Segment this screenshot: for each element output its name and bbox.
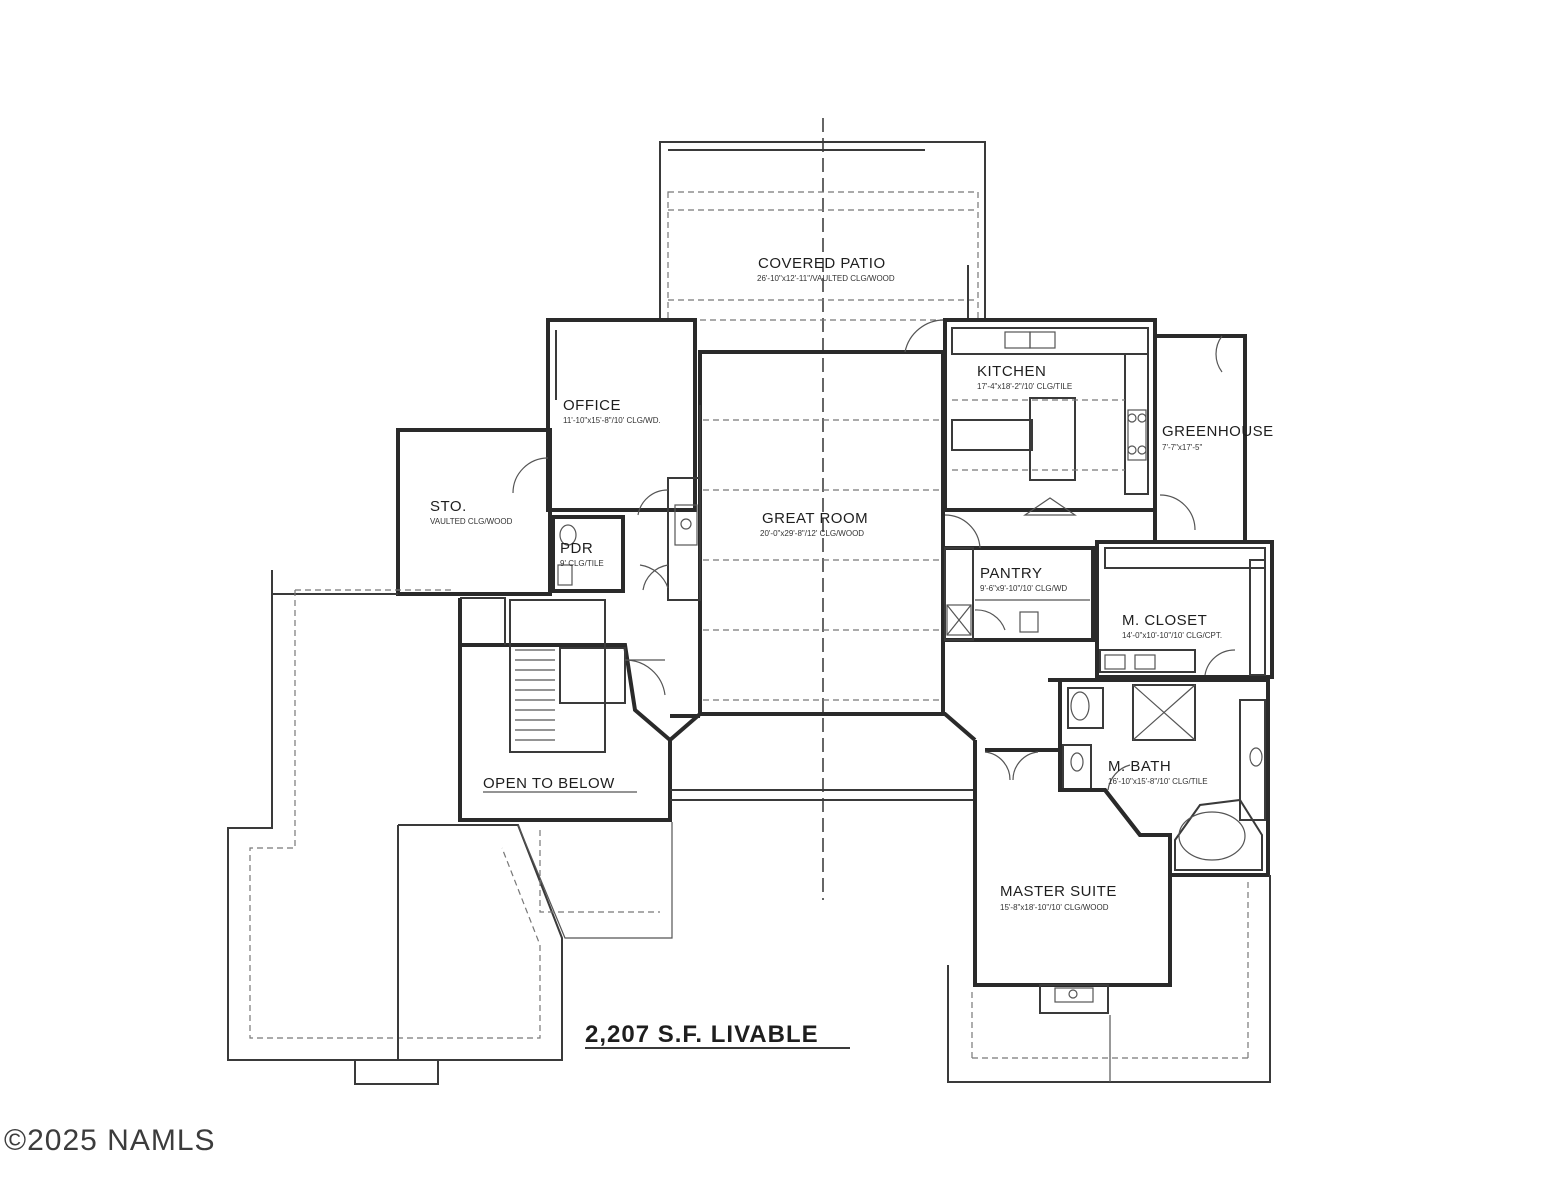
master-bath-dims: 16'-10"x15'-8"/10' CLG/TILE bbox=[1108, 777, 1208, 786]
covered-patio-label: COVERED PATIO bbox=[758, 255, 886, 272]
master-bath-label: M. BATH bbox=[1108, 758, 1171, 775]
storage-label: STO. bbox=[430, 498, 467, 515]
greenhouse-label: GREENHOUSE bbox=[1162, 423, 1274, 440]
master-patio bbox=[947, 875, 1271, 1083]
west-wing-outline bbox=[227, 570, 673, 1085]
powder-room-outline bbox=[551, 515, 625, 593]
master-closet-label: M. CLOSET bbox=[1122, 612, 1207, 629]
master-suite-dims: 15'-8"x18'-10"/10' CLG/WOOD bbox=[1000, 903, 1109, 912]
master-suite-outline bbox=[973, 740, 1172, 1014]
stair-area bbox=[458, 564, 672, 822]
pantry-outline bbox=[941, 514, 1095, 642]
office-outline bbox=[512, 318, 701, 512]
covered-patio-dims: 26'-10"x12'-11"/VAULTED CLG/WOOD bbox=[757, 274, 895, 283]
kitchen-outline bbox=[943, 318, 1157, 516]
copyright-watermark: ©2025 NAMLS bbox=[4, 1124, 216, 1157]
kitchen-dims: 17'-4"x18'-2"/10' CLG/TILE bbox=[977, 382, 1072, 391]
livable-area-label: 2,207 S.F. LIVABLE bbox=[585, 1021, 819, 1048]
open-to-below-label: OPEN TO BELOW bbox=[483, 775, 615, 792]
storage-outline bbox=[396, 428, 552, 596]
greenhouse-dims: 7'-7"x17'-5" bbox=[1162, 443, 1202, 452]
office-dims: 11'-10"x15'-8"/10' CLG/WD. bbox=[563, 416, 661, 425]
master-closet-outline bbox=[1095, 540, 1274, 679]
powder-room-dims: 9' CLG/TILE bbox=[560, 559, 604, 568]
pantry-dims: 9'-6"x9'-10"/10' CLG/WD bbox=[980, 584, 1067, 593]
storage-dims: VAULTED CLG/WOOD bbox=[430, 517, 513, 526]
master-closet-dims: 14'-0"x10'-10"/10' CLG/CPT. bbox=[1122, 631, 1222, 640]
great-room-dims: 20'-0"x29'-8"/12' CLG/WOOD bbox=[760, 529, 864, 538]
master-suite-label: MASTER SUITE bbox=[1000, 883, 1117, 900]
great-room-label: GREAT ROOM bbox=[762, 510, 868, 527]
covered-patio-outline bbox=[659, 141, 986, 321]
fireplace-built-in bbox=[637, 477, 701, 601]
kitchen-label: KITCHEN bbox=[977, 363, 1046, 380]
south-porch bbox=[668, 712, 977, 801]
powder-room-label: PDR bbox=[560, 540, 593, 557]
office-label: OFFICE bbox=[563, 397, 621, 414]
pantry-label: PANTRY bbox=[980, 565, 1042, 582]
